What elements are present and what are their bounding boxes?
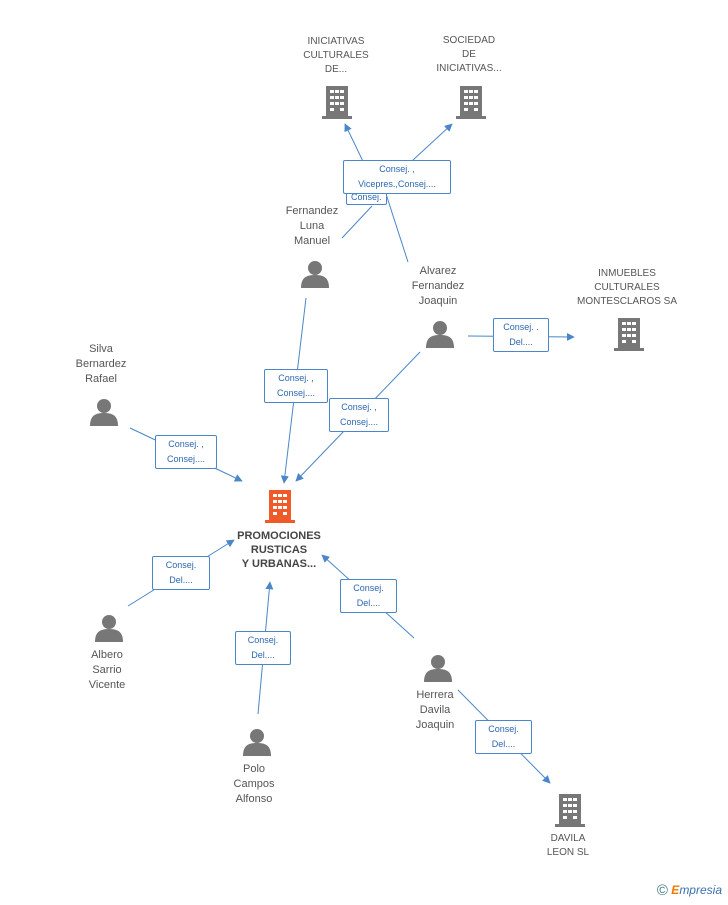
person-icon-polo (243, 729, 271, 756)
edge-label-top-main[interactable]: Consej. , Vicepres.,Consej.... (343, 160, 451, 194)
building-icon-inmuebles (614, 318, 644, 351)
edge-label-polo-main[interactable]: Consej. Del.... (235, 631, 291, 665)
edge-label-fernandez-main[interactable]: Consej. , Consej.... (264, 369, 328, 403)
person-label-albero[interactable]: Albero Sarrio Vicente (88, 649, 126, 691)
edge-label-silva-main[interactable]: Consej. , Consej.... (155, 435, 217, 469)
edge-label-alvarez-inmuebles[interactable]: Consej. . Del.... (493, 318, 549, 352)
footer-brand[interactable]: © Empresia (657, 882, 722, 899)
copyright-icon: © (656, 882, 668, 899)
company-label-main[interactable]: PROMOCIONES RUSTICAS Y URBANAS... (237, 530, 321, 570)
building-icon-sociedad (456, 86, 486, 119)
person-icon-fernandez (301, 261, 329, 288)
person-icon-alvarez (426, 321, 454, 348)
person-label-herrera[interactable]: Herrera Davila Joaquin (415, 689, 455, 731)
company-label-iniciativas[interactable]: INICIATIVAS CULTURALES DE... (303, 36, 369, 75)
company-label-inmuebles[interactable]: INMUEBLES CULTURALES MONTESCLAROS SA (576, 268, 678, 307)
company-label-sociedad[interactable]: SOCIEDAD DE INICIATIVAS... (436, 35, 502, 74)
edge-label-albero-main[interactable]: Consej. Del.... (152, 556, 210, 590)
brand-logo-letter: E (671, 883, 680, 897)
edge-label-herrera-main[interactable]: Consej. Del.... (340, 579, 397, 613)
edge-label-herrera-davila[interactable]: Consej. Del.... (475, 720, 532, 754)
person-label-polo[interactable]: Polo Campos Alfonso (233, 763, 275, 805)
person-label-silva[interactable]: Silva Bernardez Rafael (75, 343, 127, 385)
person-label-alvarez[interactable]: Alvarez Fernandez Joaquin (411, 265, 465, 307)
person-icon-silva (90, 399, 118, 426)
person-icon-herrera (424, 655, 452, 682)
person-label-fernandez[interactable]: Fernandez Luna Manuel (285, 205, 339, 247)
person-icon-albero (95, 615, 123, 642)
brand-name: mpresia (679, 883, 722, 897)
edge-label-alvarez-main[interactable]: Consej. , Consej.... (329, 398, 389, 432)
building-icon-davila (555, 794, 585, 827)
edge-fernandez-top-sub (341, 205, 373, 239)
building-icon-iniciativas (322, 86, 352, 119)
company-label-davila[interactable]: DAVILA LEON SL (546, 833, 590, 858)
building-icon-main (265, 490, 295, 523)
edge-alvarez-top (385, 193, 409, 263)
